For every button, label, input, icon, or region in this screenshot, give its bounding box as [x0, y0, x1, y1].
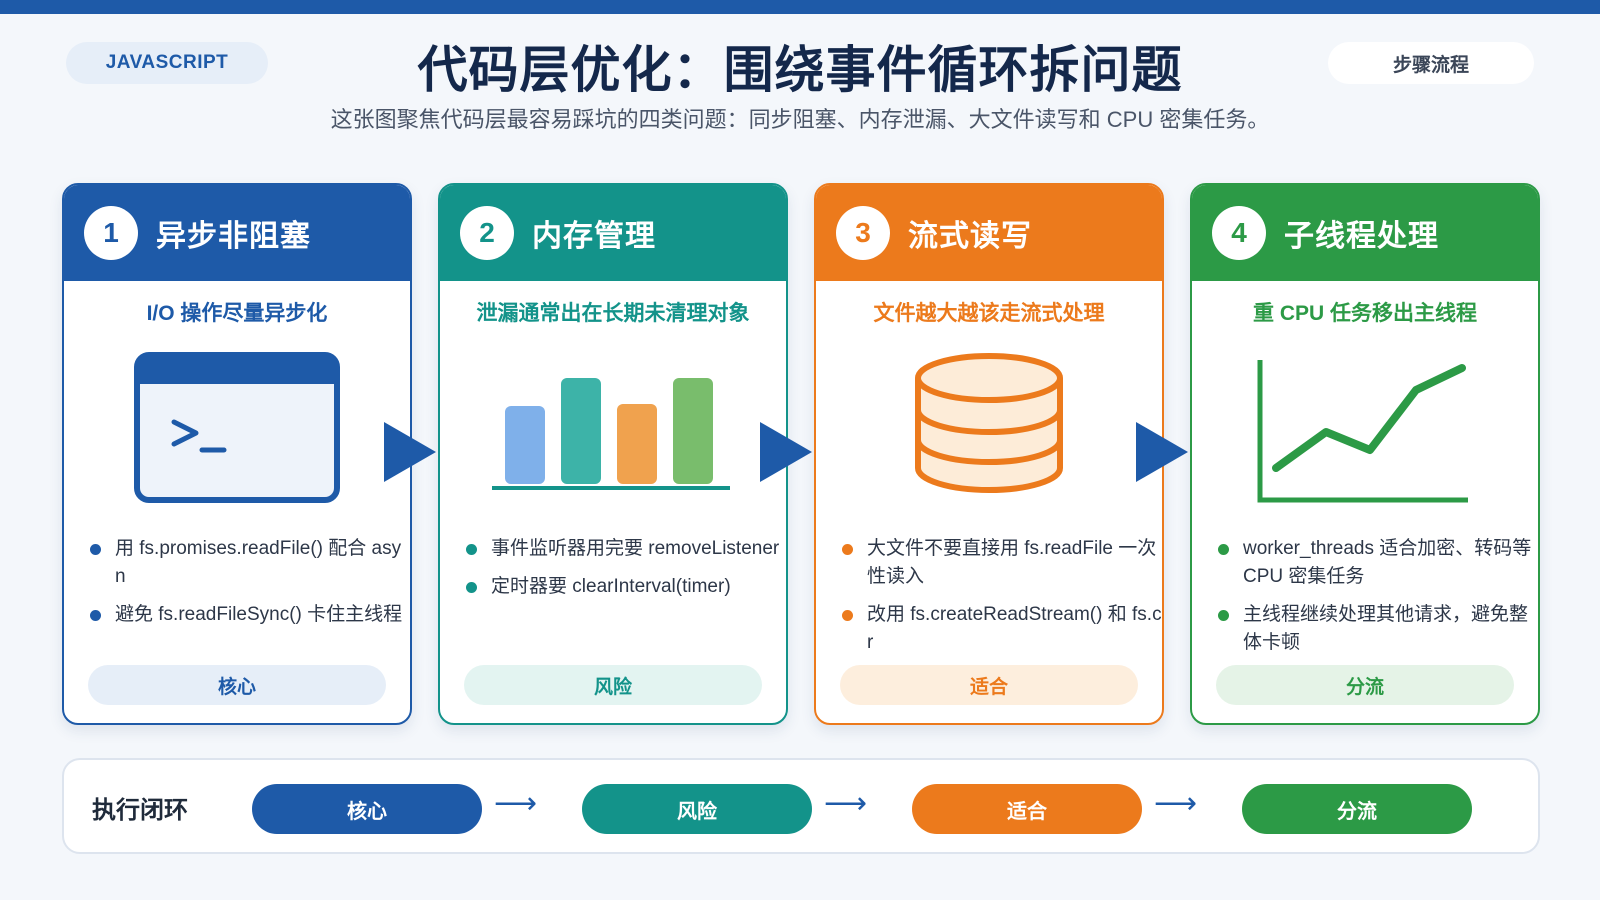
card-title: 流式读写 — [908, 220, 1032, 253]
list-item: 大文件不要直接用 fs.readFile 一次性读入 — [842, 535, 1162, 591]
flow-arrow-icon — [384, 422, 436, 482]
step-card-stream: 3 流式读写 文件越大越该走流式处理 大文件不要直接用 fs.readFile … — [814, 183, 1164, 725]
list-item: 主线程继续处理其他请求，避免整体卡顿 — [1218, 601, 1538, 657]
arrow-right-icon: ⟶ — [824, 787, 868, 820]
step-number: 4 — [1212, 206, 1266, 260]
terminal-window-icon — [64, 350, 410, 530]
database-icon — [816, 350, 1162, 530]
card-header: 3 流式读写 — [816, 185, 1162, 281]
card-title: 内存管理 — [532, 220, 656, 253]
page-title: 代码层优化：围绕事件循环拆问题 — [417, 42, 1183, 98]
loop-step-fit: 适合 — [912, 784, 1142, 834]
card-subtitle: 重 CPU 任务移出主线程 — [1252, 302, 1477, 325]
step-number: 2 — [460, 206, 514, 260]
list-item: 改用 fs.createReadStream() 和 fs.cr — [842, 601, 1162, 657]
list-item: 事件监听器用完要 removeListener — [466, 535, 786, 563]
flow-type-tag: 步骤流程 — [1328, 42, 1534, 84]
card-subtitle: I/O 操作尽量异步化 — [146, 302, 328, 325]
step-number: 1 — [84, 206, 138, 260]
step-card-memory: 2 内存管理 泄漏通常出在长期未清理对象 事件监听器用完要 removeList… — [438, 183, 788, 725]
step-number: 3 — [836, 206, 890, 260]
loop-step-risk: 风险 — [582, 784, 812, 834]
card-tag-pill: 核心 — [88, 665, 386, 705]
arrow-right-icon: ⟶ — [1154, 787, 1198, 820]
list-item: worker_threads 适合加密、转码等 CPU 密集任务 — [1218, 535, 1538, 591]
loop-step-offload: 分流 — [1242, 784, 1472, 834]
loop-step-core: 核心 — [252, 784, 482, 834]
line-chart-icon — [1192, 350, 1538, 530]
flow-arrow-icon — [760, 422, 812, 482]
card-subtitle: 文件越大越该走流式处理 — [873, 302, 1105, 325]
card-header: 2 内存管理 — [440, 185, 786, 281]
step-card-worker: 4 子线程处理 重 CPU 任务移出主线程 worker_threads 适合加… — [1190, 183, 1540, 725]
card-tag-pill: 适合 — [840, 665, 1138, 705]
card-title: 异步非阻塞 — [156, 220, 311, 253]
top-accent-bar — [0, 0, 1600, 14]
flow-arrow-icon — [1136, 422, 1188, 482]
page-subtitle: 这张图聚焦代码层最容易踩坑的四类问题：同步阻塞、内存泄漏、大文件读写和 CPU … — [330, 107, 1270, 132]
card-title: 子线程处理 — [1284, 220, 1439, 253]
list-item: 用 fs.promises.readFile() 配合 asyn — [90, 535, 410, 591]
loop-label: 执行闭环 — [92, 797, 188, 824]
list-item: 避免 fs.readFileSync() 卡住主线程 — [90, 601, 410, 629]
list-item: 定时器要 clearInterval(timer) — [466, 573, 786, 601]
bar-chart-icon — [440, 350, 786, 530]
card-header: 1 异步非阻塞 — [64, 185, 410, 281]
category-tag: JAVASCRIPT — [66, 42, 268, 84]
card-tag-pill: 风险 — [464, 665, 762, 705]
arrow-right-icon: ⟶ — [494, 787, 538, 820]
step-card-async: 1 异步非阻塞 I/O 操作尽量异步化 用 fs.promises.readFi… — [62, 183, 412, 725]
card-subtitle: 泄漏通常出在长期未清理对象 — [476, 302, 750, 325]
card-header: 4 子线程处理 — [1192, 185, 1538, 281]
execution-loop-panel: 执行闭环 核心 ⟶ 风险 ⟶ 适合 ⟶ 分流 — [62, 758, 1540, 854]
card-tag-pill: 分流 — [1216, 665, 1514, 705]
